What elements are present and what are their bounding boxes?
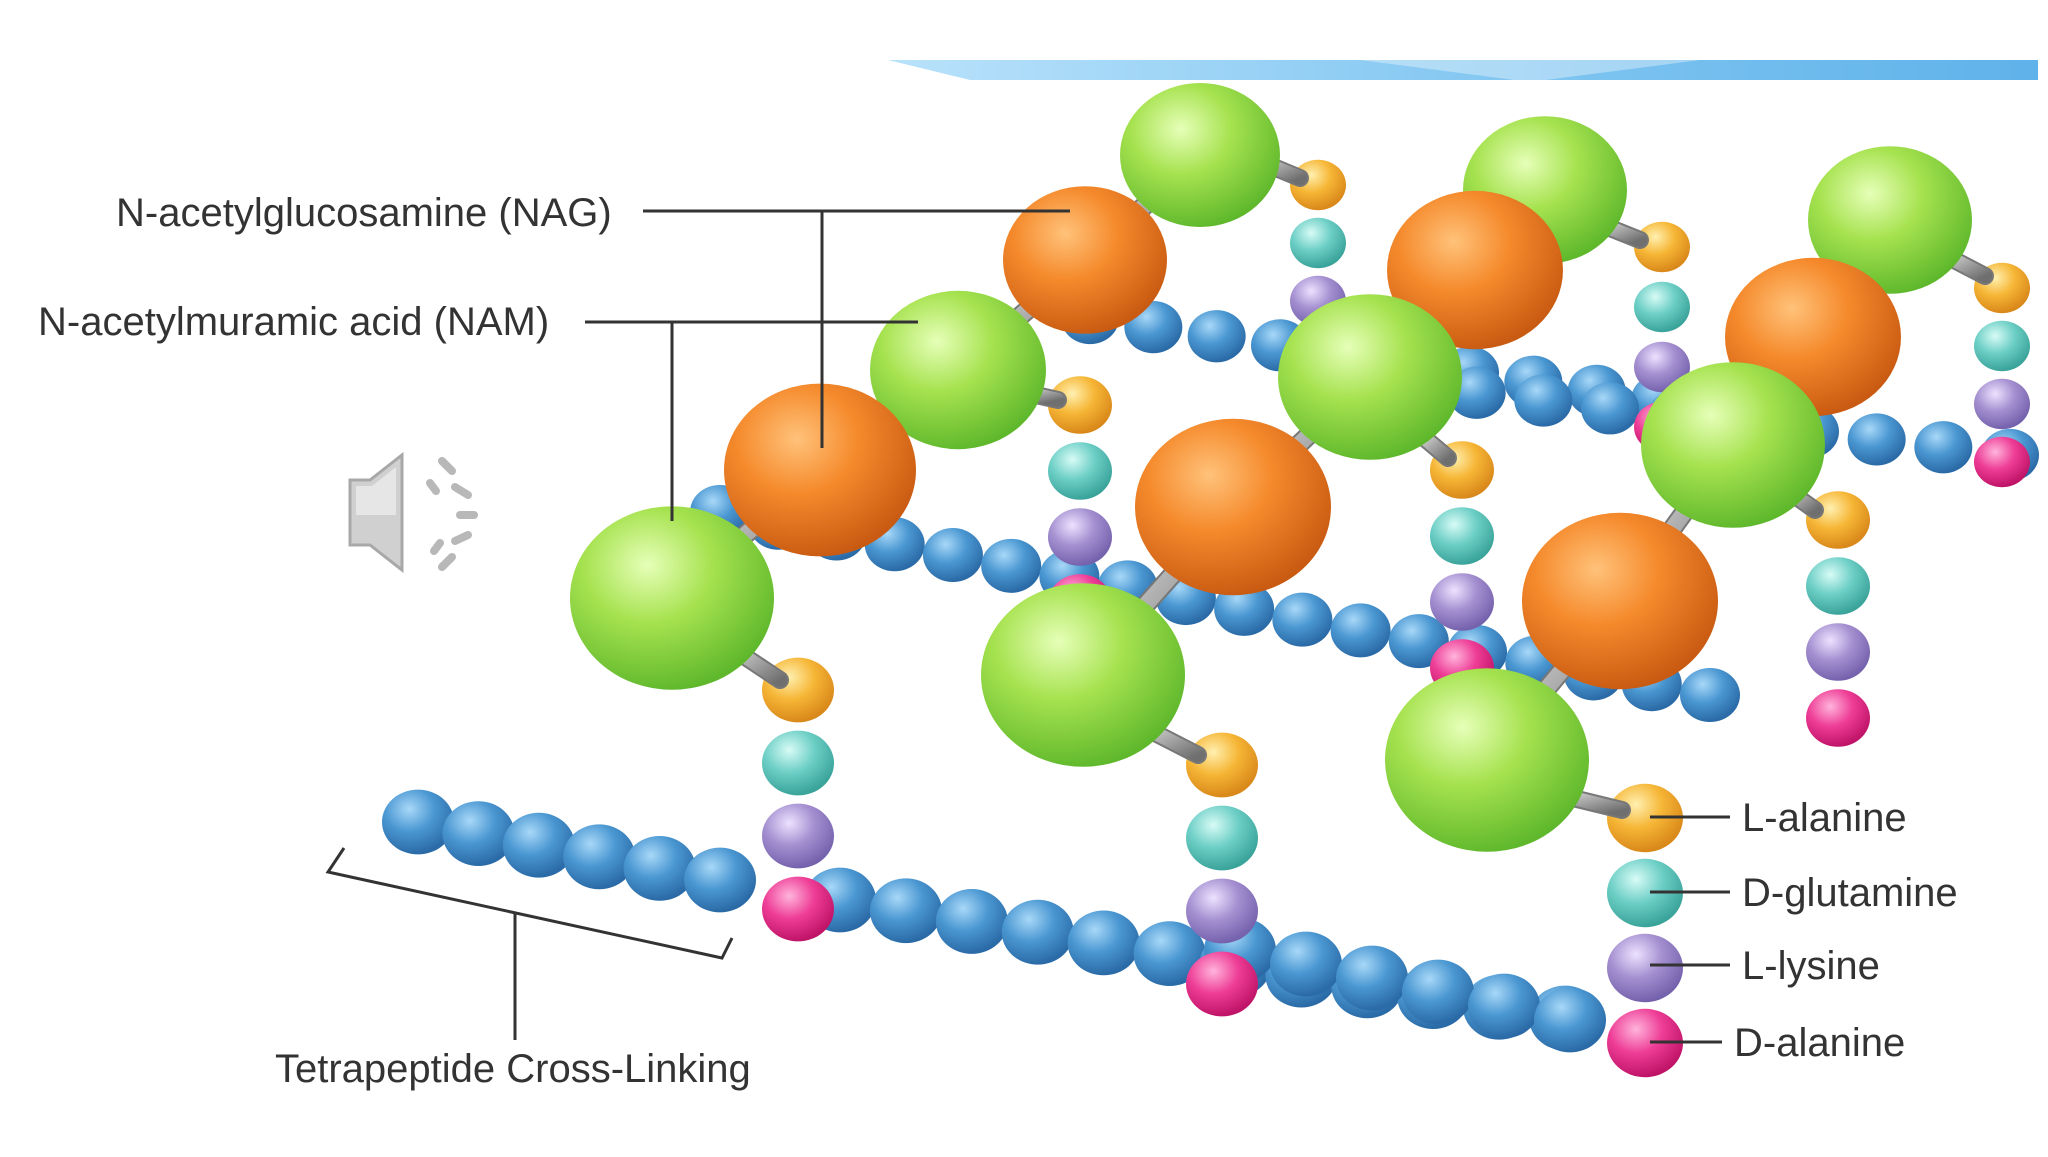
l-lysine-bead <box>1186 878 1258 944</box>
nam-sugar <box>570 506 774 690</box>
l-lysine-bead <box>1634 341 1690 393</box>
l-alanine-bead <box>1634 221 1690 273</box>
backbone-bead <box>1330 603 1391 658</box>
nam-sugar <box>1120 83 1280 227</box>
backbone-bead <box>1447 366 1506 419</box>
d-glutamine-bead <box>1048 442 1112 500</box>
backbone-bead <box>623 836 696 901</box>
backbone-bead <box>922 528 983 583</box>
nam-sugar <box>1278 294 1462 460</box>
backbone-bead <box>1914 421 1973 474</box>
backbone-bead <box>1581 382 1639 435</box>
backbone-bead <box>563 824 636 890</box>
d-alanine-bead <box>1974 436 2030 488</box>
d-alanine-bead <box>1806 689 1870 747</box>
nag-sugar <box>724 383 916 557</box>
backbone-bead <box>1001 899 1074 965</box>
l-lysine-bead <box>1806 623 1870 681</box>
backbone-bead <box>1067 910 1140 976</box>
l-lysine-label: L-lysine <box>1742 944 1880 988</box>
backbone-bead <box>1847 413 1906 466</box>
backbone-bead <box>1133 921 1206 987</box>
backbone-bead <box>981 538 1042 593</box>
speaker-audio-icon[interactable] <box>348 451 478 574</box>
d-glutamine-bead <box>1186 805 1258 871</box>
d-glutamine-bead <box>762 730 834 796</box>
backbone-bead <box>1272 592 1333 647</box>
d-glutamine-bead <box>1806 557 1870 615</box>
l-lysine-bead <box>1430 573 1494 631</box>
backbone-bead <box>1402 959 1474 1025</box>
d-glutamine-bead <box>1634 281 1690 333</box>
backbone-bead <box>1187 310 1246 363</box>
nam-sugar <box>1641 362 1825 528</box>
backbone-bead <box>442 801 515 866</box>
nag-sugar <box>1387 190 1563 350</box>
nag-sugar <box>1135 418 1331 596</box>
l-lysine-bead <box>762 803 834 869</box>
backbone-bead <box>1270 931 1342 997</box>
d-glutamine-bead <box>1430 507 1494 565</box>
backbone-bead <box>1534 987 1606 1053</box>
d-glutamine-bead <box>1974 320 2030 372</box>
backbone-bead <box>1468 973 1540 1039</box>
l-lysine-bead <box>1607 933 1683 1003</box>
backbone-bead <box>502 812 575 878</box>
backbone-bead <box>1214 581 1275 636</box>
d-glutamine-bead <box>1607 858 1683 928</box>
backbone-bead <box>684 847 756 913</box>
l-lysine-bead <box>1048 508 1112 566</box>
nag-sugar <box>1003 186 1167 334</box>
nam-label: N-acetylmuramic acid (NAM) <box>38 300 549 344</box>
l-lysine-bead <box>1974 378 2030 430</box>
d-alanine-label: D-alanine <box>1734 1021 1905 1065</box>
d-alanine-bead <box>1607 1008 1683 1078</box>
d-glutamine-label: D-glutamine <box>1742 871 1958 915</box>
nam-sugar <box>870 290 1046 450</box>
backbone-bead <box>1680 668 1740 722</box>
nam-sugar <box>1808 146 1972 294</box>
backbone-bead <box>869 878 942 944</box>
leader-lines <box>325 209 1730 1044</box>
d-alanine-bead <box>1186 951 1258 1017</box>
nam-sugar <box>981 583 1185 767</box>
crosslink-label: Tetrapeptide Cross-Linking <box>275 1047 751 1091</box>
sugar-layer <box>570 83 1994 852</box>
l-alanine-bead <box>1607 783 1683 853</box>
backbone-bead <box>1514 374 1573 427</box>
d-glutamine-bead <box>1290 217 1346 269</box>
nag-label: N-acetylglucosamine (NAG) <box>116 191 612 235</box>
nam-sugar <box>1385 668 1589 852</box>
backbone-bead <box>1336 945 1408 1011</box>
l-alanine-bead <box>1048 376 1112 434</box>
top-banner <box>888 60 2038 82</box>
l-alanine-bead <box>1186 732 1258 798</box>
backbone-bead <box>382 789 454 855</box>
d-alanine-bead <box>762 876 834 942</box>
backbone-bead <box>935 889 1008 954</box>
nag-sugar <box>1522 512 1718 690</box>
l-alanine-label: L-alanine <box>1742 796 1907 840</box>
